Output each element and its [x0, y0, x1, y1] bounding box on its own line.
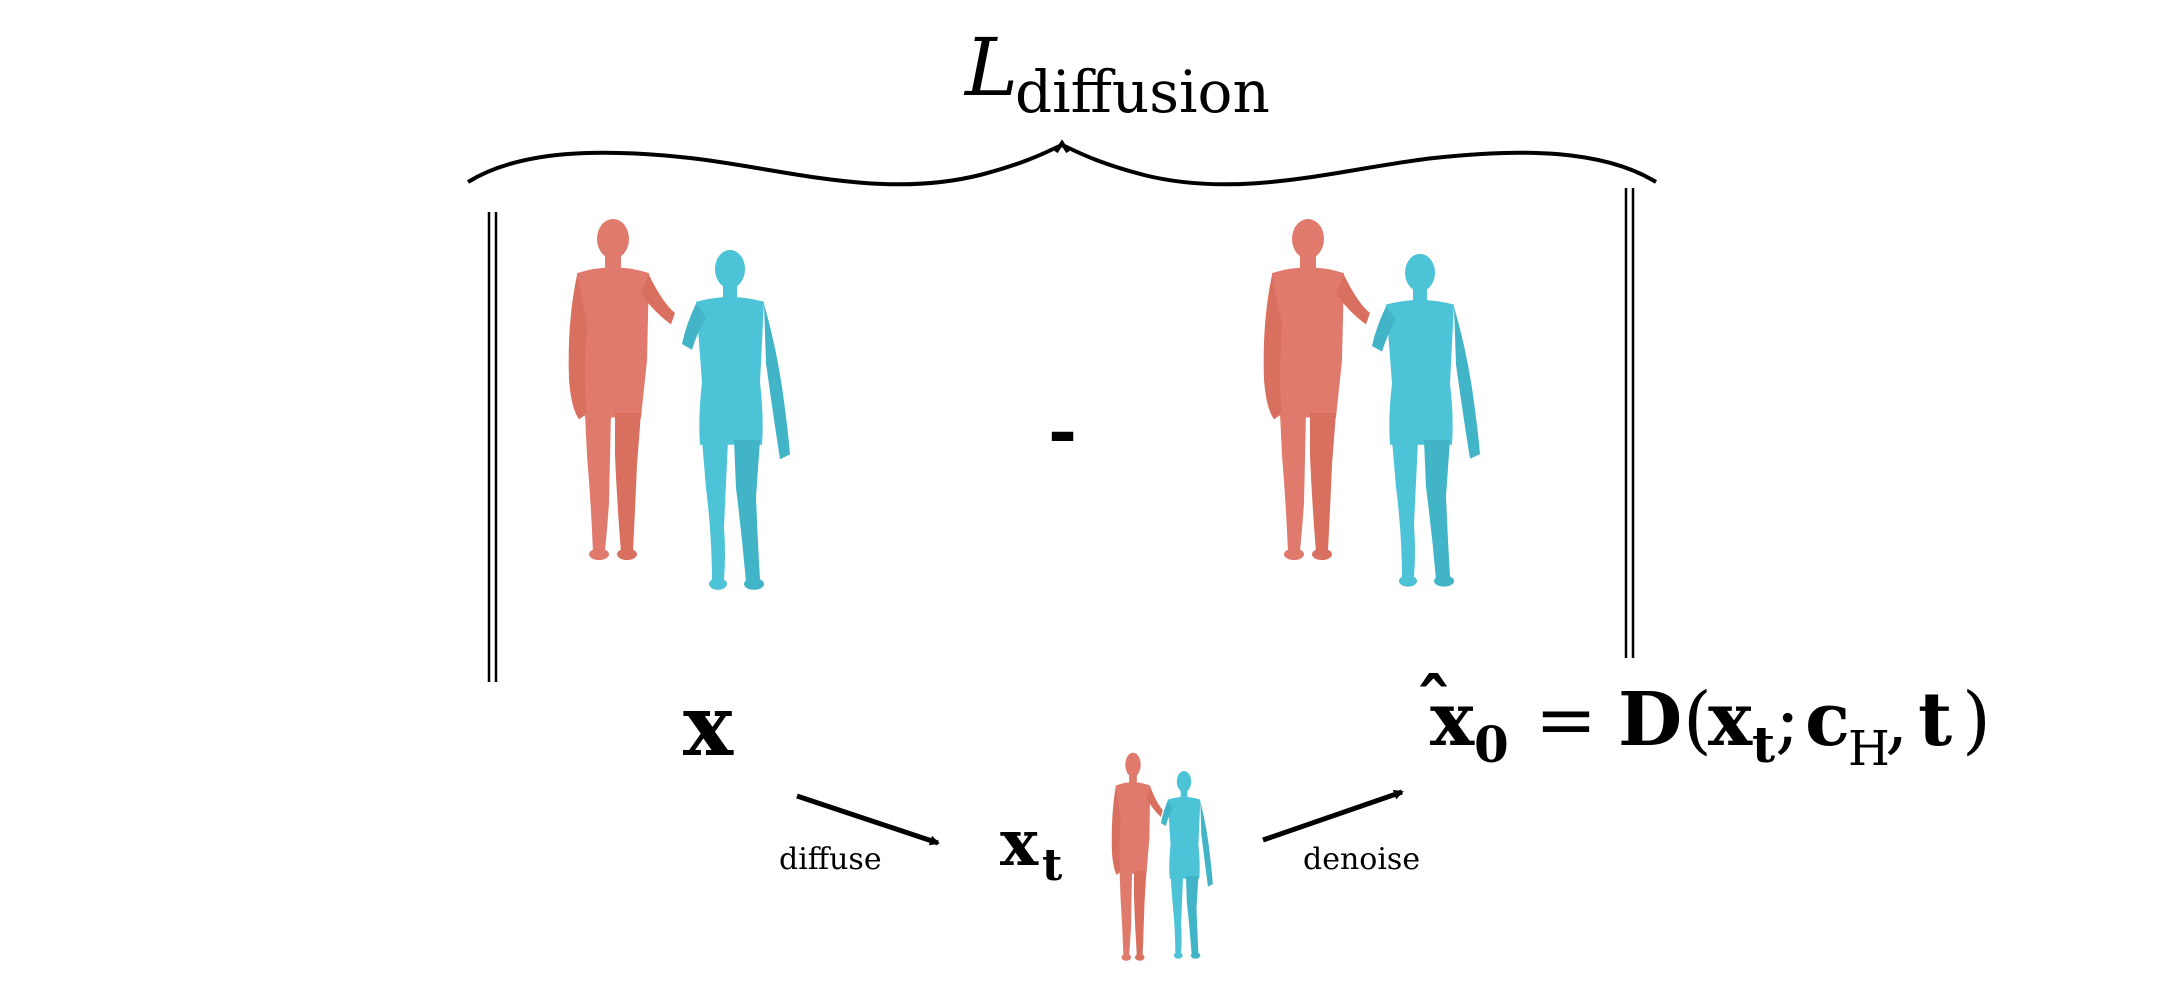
eq-arg1-sub: t: [1752, 715, 1775, 774]
eq-equals: =: [1535, 677, 1597, 763]
xt-label-base: x: [1000, 806, 1039, 881]
eq-arg2-sub: H: [1848, 721, 1890, 777]
diffuse-arrow: [796, 793, 940, 846]
eq-func: D: [1618, 677, 1682, 763]
curly-brace: [466, 142, 1658, 187]
eq-arg3: t: [1918, 677, 1952, 763]
human-pair-ground-truth: [568, 218, 790, 590]
eq-lhs-base: x: [1430, 677, 1475, 763]
denoise-label: denoise: [1303, 842, 1420, 877]
eq-arg1-base: x: [1708, 677, 1753, 763]
loss-subscript: diffusion: [1015, 58, 1270, 126]
human-pair-prediction: [1263, 218, 1480, 587]
human-pair-noisy: [1111, 752, 1213, 961]
eq-close-paren: ): [1962, 677, 1991, 763]
x-label: x: [683, 676, 734, 775]
eq-sep2: ,: [1885, 677, 1909, 763]
xt-label-sub: t: [1042, 840, 1063, 891]
eq-open-paren: (: [1683, 677, 1712, 763]
loss-symbol: L: [963, 21, 1018, 114]
denoise-arrow: [1262, 789, 1404, 843]
minus-sign: -: [1048, 389, 1077, 472]
eq-lhs-sub: 0: [1474, 715, 1509, 774]
diffuse-label: diffuse: [779, 842, 882, 877]
denoiser-equation: ̂ x 0 = D ( x t ; c H , t ): [1419, 672, 1991, 777]
eq-arg2-base: c: [1805, 677, 1850, 763]
eq-sep1: ;: [1775, 677, 1800, 763]
